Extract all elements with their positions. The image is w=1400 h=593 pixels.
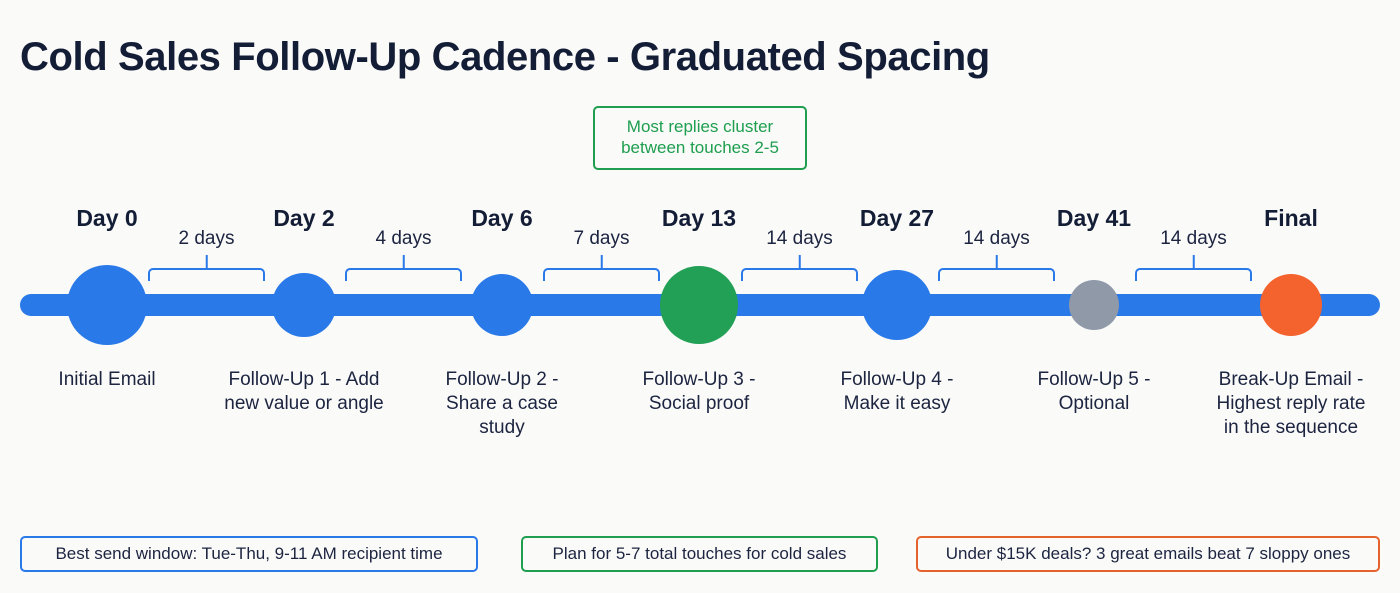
timeline-node-dot[interactable] [1260, 274, 1322, 336]
page-title: Cold Sales Follow-Up Cadence - Graduated… [20, 34, 990, 79]
timeline-gap-bracket-stem [798, 255, 801, 268]
timeline-day-label: Final [1264, 205, 1318, 231]
timeline-gap-bracket [345, 268, 462, 281]
timeline-node-dot[interactable] [862, 270, 932, 340]
timeline-node-caption: Follow-Up 1 - Add new value or angle [224, 369, 384, 414]
timeline-gap-label: 14 days [1160, 228, 1227, 249]
timeline-node-caption: Follow-Up 4 - Make it easy [840, 369, 954, 414]
timeline-gap-label: 14 days [963, 228, 1030, 249]
timeline-day-label: Day 13 [661, 205, 737, 231]
timeline-node-dot[interactable] [660, 266, 738, 344]
footer-note-text: Best send window: Tue-Thu, 9-11 AM recip… [55, 544, 443, 563]
timeline-gap-bracket-stem [402, 255, 405, 268]
timeline-gap-bracket [148, 268, 265, 281]
timeline-day-label: Day 27 [859, 205, 935, 231]
timeline-node-dot[interactable] [272, 273, 336, 337]
timeline-node-dot[interactable] [67, 265, 147, 345]
timeline-gap-bracket-stem [600, 255, 603, 268]
timeline-gap-label: 4 days [375, 228, 432, 249]
timeline-node-caption: Follow-Up 2 - Share a case study [445, 369, 559, 438]
timeline-gap-bracket [938, 268, 1055, 281]
timeline-gap-bracket [543, 268, 660, 281]
timeline-gap-label: 7 days [573, 228, 630, 249]
timeline-gap-bracket-stem [205, 255, 208, 268]
timeline-node-dot[interactable] [1069, 280, 1119, 330]
footer-note-box: Plan for 5-7 total touches for cold sale… [521, 536, 878, 572]
insight-callout-box: Most replies cluster between touches 2-5 [593, 106, 807, 170]
timeline-gap-label: 2 days [178, 228, 235, 249]
timeline-day-label: Day 0 [76, 205, 138, 231]
footer-note-text: Plan for 5-7 total touches for cold sale… [552, 544, 847, 563]
timeline-gap-label: 14 days [766, 228, 833, 249]
timeline-day-label: Day 2 [273, 205, 335, 231]
timeline-day-label: Day 41 [1056, 205, 1132, 231]
timeline-gap-bracket [1135, 268, 1252, 281]
timeline-gap-bracket-stem [1192, 255, 1195, 268]
footer-note-box: Under $15K deals? 3 great emails beat 7 … [916, 536, 1380, 572]
timeline-gap-bracket [741, 268, 858, 281]
timeline-node-caption: Follow-Up 5 - Optional [1037, 369, 1151, 414]
insight-callout-text: Most replies cluster between touches 2-5 [621, 117, 779, 158]
timeline-node-dot[interactable] [471, 274, 533, 336]
timeline-node-caption: Break-Up Email - Highest reply rate in t… [1216, 369, 1366, 438]
footer-note-text: Under $15K deals? 3 great emails beat 7 … [945, 544, 1351, 563]
timeline-node-caption: Initial Email [58, 369, 156, 390]
timeline-day-label: Day 6 [471, 205, 533, 231]
timeline-node-caption: Follow-Up 3 - Social proof [642, 369, 756, 414]
timeline-gap-bracket-stem [995, 255, 998, 268]
footer-note-box: Best send window: Tue-Thu, 9-11 AM recip… [20, 536, 478, 572]
